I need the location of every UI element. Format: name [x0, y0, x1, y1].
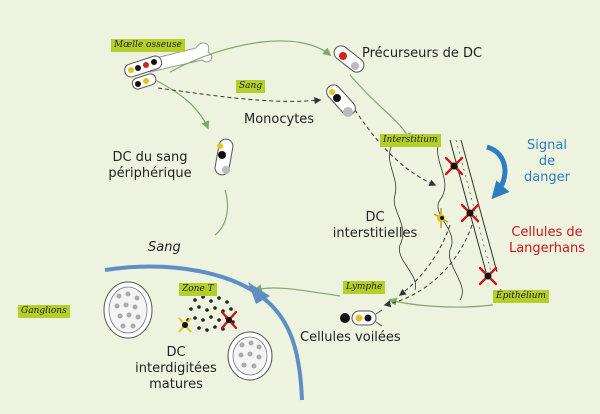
- tissue-line-2: [437, 139, 463, 301]
- dashed-arrow-monocyte-to-interstitial: [354, 109, 437, 187]
- label-danger-signal: Signal de danger: [508, 138, 586, 186]
- dashed-arrow-langerhans-to-lymph: [383, 224, 473, 308]
- arrow-blood-dc-to-blood: [214, 189, 229, 236]
- label-mature-dc-line3: matures: [149, 377, 203, 392]
- langerhans-cells: [444, 156, 498, 286]
- label-langerhans-line2: Langerhans: [508, 241, 586, 256]
- signal-arrow-icon: [486, 144, 510, 200]
- label-danger-signal-line3: danger: [523, 170, 571, 185]
- label-blood-dc-line1: DC du sang: [112, 150, 188, 165]
- label-interstitial-dc: DC interstitielles: [320, 210, 430, 242]
- tag-bone-marrow: Mœlle osseuse: [111, 39, 185, 52]
- label-mature-dc: DC interdigitées matures: [128, 345, 224, 393]
- follicle-right: [227, 331, 273, 381]
- tag-lymph: Lymphe: [343, 281, 386, 294]
- dashed-arrow-interstitial-to-lymph: [398, 224, 451, 296]
- tag-epithelium: Épithélium: [493, 290, 550, 303]
- veiled-cell: [340, 309, 383, 327]
- label-veiled-cells: Cellules voilées: [300, 330, 401, 345]
- monocyte-cell: [326, 84, 356, 117]
- arrow-marrow-to-precursor: [169, 40, 332, 73]
- arrow-marrow-to-blood-dc: [154, 79, 210, 130]
- label-precursors: Précurseurs de DC: [362, 46, 483, 61]
- label-interstitial-dc-line2: interstitielles: [332, 226, 418, 241]
- marrow-cells: [124, 55, 163, 90]
- tag-interstitium: Interstitium: [380, 134, 441, 147]
- tag-zone-t: Zone T: [179, 283, 217, 296]
- precursor-cell: [333, 45, 365, 73]
- epithelium: [449, 139, 498, 273]
- arrow-veiled-to-ganglion: [253, 284, 341, 297]
- follicle-left: [103, 281, 153, 339]
- label-langerhans-line1: Cellules de: [511, 225, 583, 240]
- label-danger-signal-line2: de: [538, 154, 556, 169]
- arrow-precursor-to-interstitium: [349, 74, 411, 142]
- t-zone-cells: [178, 295, 238, 333]
- label-interstitial-dc-line1: DC: [365, 210, 385, 225]
- arrow-epithelium-to-lymph: [388, 297, 494, 308]
- tag-ganglions: Ganglions: [18, 305, 70, 318]
- label-monocytes: Monocytes: [244, 112, 315, 127]
- label-langerhans-cells: Cellules de Langerhans: [498, 225, 596, 257]
- tissue-line: [389, 139, 416, 291]
- label-blood-dc: DC du sang périphérique: [96, 150, 204, 182]
- interstitial-dc-cell: [433, 208, 449, 228]
- label-blood: Sang: [148, 240, 181, 255]
- label-danger-signal-line1: Signal: [527, 138, 567, 153]
- label-mature-dc-line1: DC: [166, 345, 186, 360]
- tag-blood: Sang: [236, 80, 266, 93]
- vessel-valve: [248, 282, 270, 304]
- blood-dc-cell: [214, 138, 234, 176]
- label-mature-dc-line2: interdigitées: [135, 361, 217, 376]
- label-blood-dc-line2: périphérique: [108, 166, 192, 181]
